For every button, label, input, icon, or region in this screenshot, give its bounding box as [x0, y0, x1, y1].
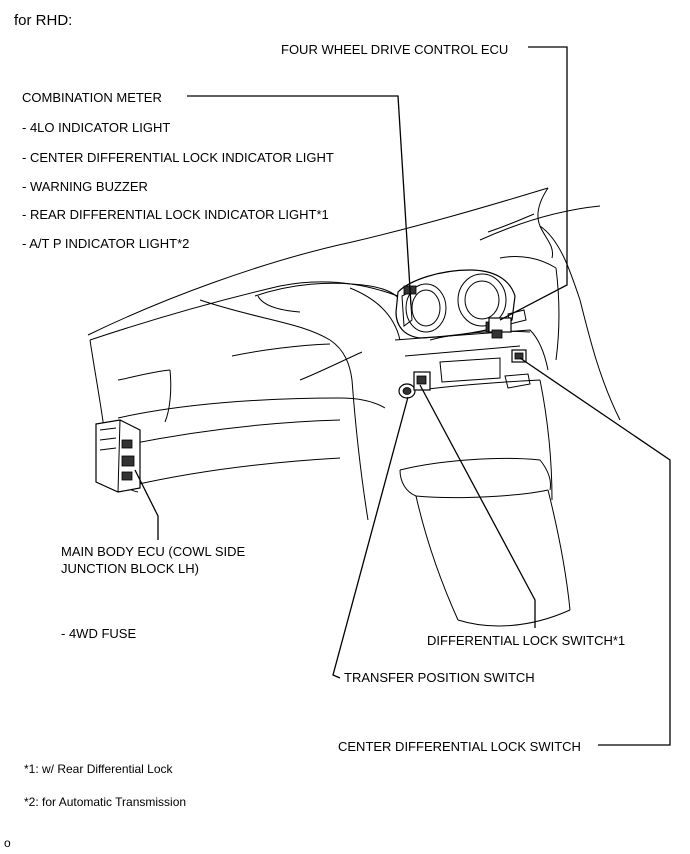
label-transfer-position-switch: TRANSFER POSITION SWITCH — [344, 670, 535, 685]
leader-lines — [134, 46, 671, 746]
label-combination-meter: COMBINATION METER — [22, 90, 162, 105]
label-main-body-ecu-line1: MAIN BODY ECU (COWL SIDE — [61, 544, 246, 559]
label-center-differential-lock-switch: CENTER DIFFERENTIAL LOCK SWITCH — [338, 739, 581, 754]
meter-item-warning-buzzer: - WARNING BUZZER — [22, 179, 148, 194]
meter-item-center-diff-indicator: - CENTER DIFFERENTIAL LOCK INDICATOR LIG… — [22, 150, 334, 165]
center-console — [351, 299, 621, 627]
label-differential-lock-switch: DIFFERENTIAL LOCK SWITCH*1 — [427, 633, 626, 648]
label-4wd-fuse: - 4WD FUSE — [61, 626, 137, 641]
footnote-1: *1: w/ Rear Differential Lock — [24, 762, 173, 776]
four-wheel-drive-control-ecu — [488, 317, 512, 339]
windshield-outline — [87, 187, 601, 336]
meter-item-4lo-indicator: - 4LO INDICATOR LIGHT — [22, 120, 171, 135]
corner-mark: o — [4, 836, 11, 850]
label-four-wheel-drive-control-ecu: FOUR WHEEL DRIVE CONTROL ECU — [281, 42, 509, 57]
footnote-2: *2: for Automatic Transmission — [24, 795, 187, 809]
header-title: for RHD: — [14, 12, 73, 29]
meter-item-at-p-indicator: - A/T P INDICATOR LIGHT*2 — [22, 236, 190, 251]
meter-item-rear-diff-indicator: - REAR DIFFERENTIAL LOCK INDICATOR LIGHT… — [22, 207, 329, 222]
main-body-ecu — [95, 419, 141, 493]
label-main-body-ecu-line2: JUNCTION BLOCK LH) — [61, 561, 199, 576]
